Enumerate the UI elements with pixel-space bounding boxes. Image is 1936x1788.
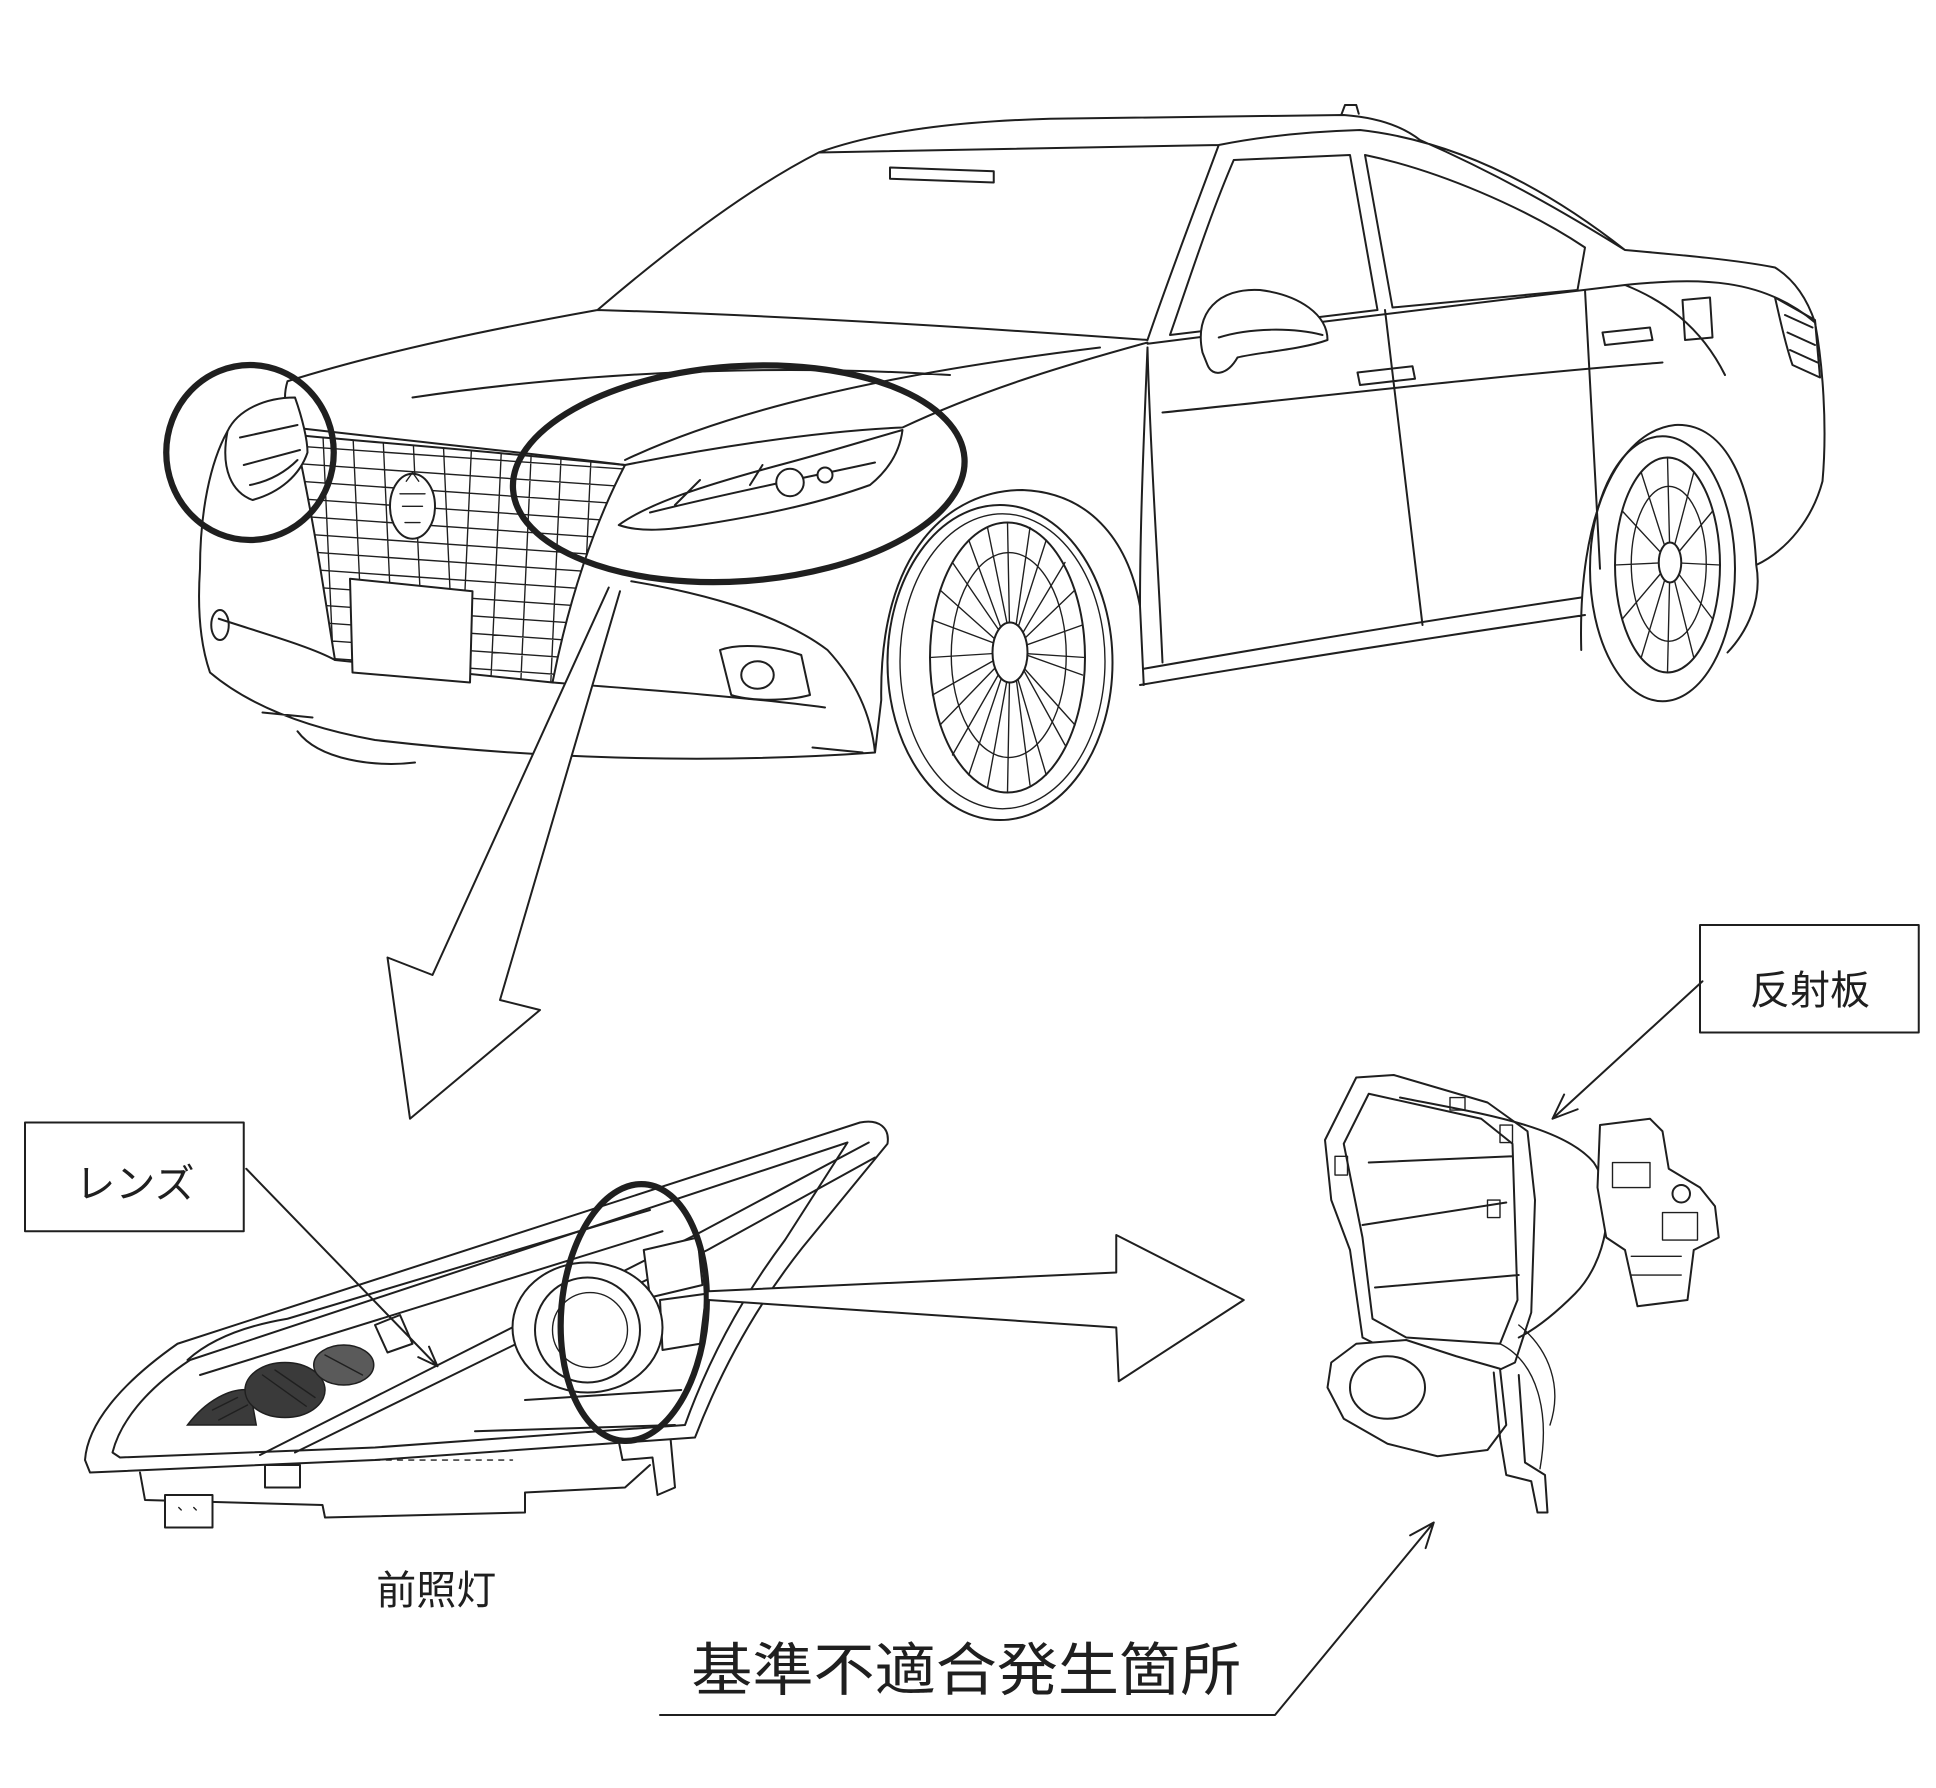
front-wheel <box>886 503 1114 821</box>
left-headlight-circle <box>163 361 337 544</box>
aiming-motor-unit <box>1596 1117 1720 1308</box>
aiming-motor-details <box>1611 1161 1699 1276</box>
crown-emblem-detail <box>399 471 426 524</box>
reflector-label-box <box>1698 923 1920 1034</box>
door-lines <box>1146 289 1714 664</box>
low-beam-reflector-center <box>244 1361 326 1419</box>
headlamp-tab <box>263 1463 301 1489</box>
car-drawing <box>198 104 1826 821</box>
connector-pins <box>178 1506 197 1511</box>
right-headlight-lamp <box>816 466 834 484</box>
low-beam-hatching <box>211 1354 364 1421</box>
lens-leader-line <box>245 1167 439 1368</box>
reflector-drawing <box>1323 1073 1720 1514</box>
low-beam-cluster <box>185 1313 414 1426</box>
right-headlight-projector <box>775 467 805 498</box>
reflector-frame <box>1323 1073 1536 1374</box>
aiming-motor-shaft <box>1671 1183 1691 1204</box>
right-arrow <box>707 1233 1245 1383</box>
side-windows <box>1168 154 1586 337</box>
car-body-outline <box>198 104 1826 765</box>
right-headlight-circle <box>509 362 968 586</box>
rear-hub <box>1657 541 1683 584</box>
left-headlight <box>224 396 309 501</box>
reflector-label: 反射板 <box>1750 968 1870 1014</box>
nonconformity-label: 基準不適合発生箇所 <box>691 1637 1241 1704</box>
rear-wheel <box>1588 435 1736 703</box>
tail-light <box>1773 296 1821 379</box>
headlamp-base-bracket <box>138 1463 651 1519</box>
right-headlight <box>617 428 904 531</box>
license-plate <box>348 577 474 684</box>
lens-label: レンズ <box>75 1162 194 1208</box>
fog-lamp-housing <box>718 645 811 701</box>
front-hub <box>991 621 1029 684</box>
front-wheel-spokes <box>929 521 1086 794</box>
projector-lens-inner <box>551 1291 629 1369</box>
reflector-stem <box>1492 1371 1549 1514</box>
headlamp-connector <box>163 1493 214 1529</box>
rear-wheel-spokes <box>1614 456 1721 674</box>
reflector-small-features <box>1334 1096 1514 1219</box>
reflector-leader-line <box>1551 980 1704 1120</box>
left-fog-lamp <box>210 608 230 641</box>
projector-highlight-circle <box>557 1180 710 1445</box>
nonconformity-leader-line <box>658 1521 1435 1716</box>
projector-shield-housing <box>1326 1338 1508 1458</box>
front-tyre-tread <box>899 513 1106 810</box>
headlamp-lens-band <box>186 1141 876 1456</box>
nonconformity-callout: 基準不適合発生箇所 <box>658 1521 1435 1716</box>
grille-frame <box>293 433 626 684</box>
projector-shield-opening <box>1348 1355 1426 1420</box>
reflector-wiring <box>1499 1324 1556 1470</box>
fog-lamp <box>740 660 775 690</box>
headlamp-inner-bezel <box>111 1141 849 1459</box>
lens-callout: レンズ <box>23 1121 439 1368</box>
side-mirror <box>1199 288 1329 374</box>
headlamp-label: 前照灯 <box>376 1568 496 1614</box>
right-headlight-housing <box>617 428 904 531</box>
down-arrow <box>386 586 621 1120</box>
lens-label-box <box>23 1121 245 1233</box>
reflector-frame-inner <box>1342 1092 1520 1345</box>
reflector-callout: 反射板 <box>1551 923 1920 1120</box>
